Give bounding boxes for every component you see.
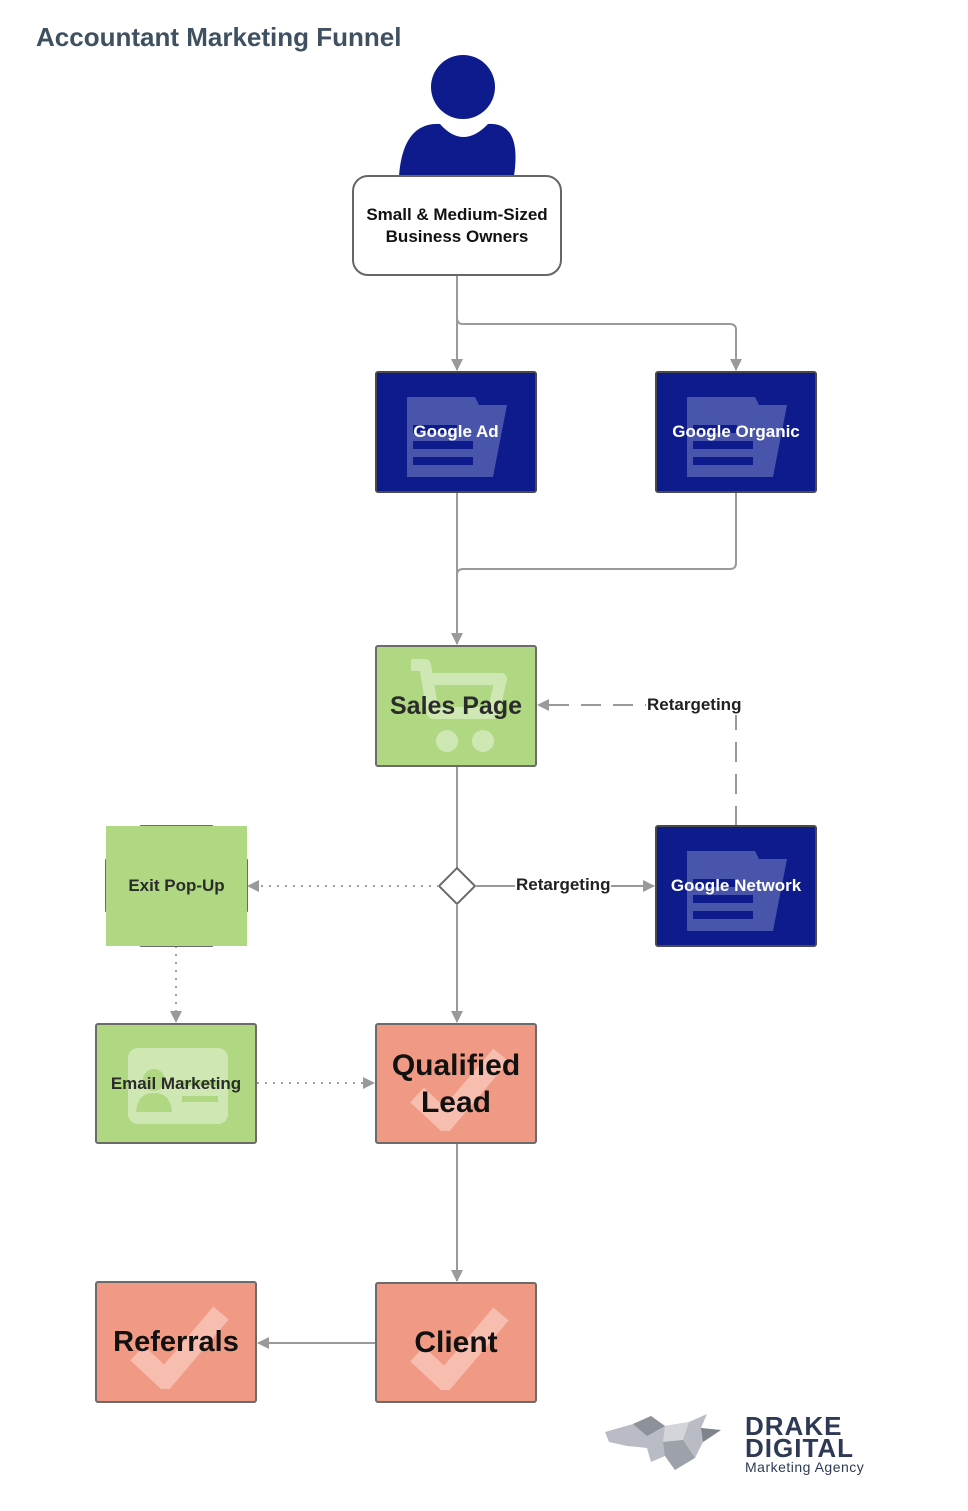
document-icon xyxy=(687,851,787,931)
document-icon xyxy=(687,397,787,477)
diagram-title: Accountant Marketing Funnel xyxy=(36,22,402,52)
retargeting-label-mid: Retargeting xyxy=(515,875,612,895)
qualified-lead-label: Qualified Lead xyxy=(391,1048,521,1119)
sales-page-label: Sales Page xyxy=(389,691,523,720)
brand-line2: DIGITAL xyxy=(745,1433,855,1463)
email-marketing-label: Email Marketing xyxy=(110,1073,242,1093)
brand-line1: DRAKE xyxy=(745,1411,843,1441)
brand-tagline: Marketing Agency xyxy=(745,1459,865,1475)
google-organic-label: Google Organic xyxy=(672,422,800,441)
google-network-node[interactable]: Google Network xyxy=(655,825,817,947)
dragon-logo-icon xyxy=(605,1414,721,1470)
referrals-label: Referrals xyxy=(113,1325,239,1358)
qualified-lead-node[interactable]: Qualified Lead xyxy=(375,1023,537,1144)
referrals-node[interactable]: Referrals xyxy=(95,1281,257,1403)
client-node[interactable]: Client xyxy=(375,1282,537,1403)
exit-popup-node[interactable]: Exit Pop-Up xyxy=(106,826,247,946)
google-ad-node[interactable]: Google Ad xyxy=(375,371,537,493)
retargeting-label-top: Retargeting xyxy=(646,695,743,715)
email-marketing-node[interactable]: Email Marketing xyxy=(95,1023,257,1144)
edge-google-network-to-sales-page xyxy=(537,699,737,826)
google-organic-node[interactable]: Google Organic xyxy=(655,371,817,493)
document-icon xyxy=(407,397,507,477)
sales-page-node[interactable]: Sales Page xyxy=(375,645,537,767)
google-ad-label: Google Ad xyxy=(413,422,499,441)
audience-node[interactable]: Small & Medium-Sized Business Owners xyxy=(352,175,562,276)
contact-card-icon xyxy=(128,1048,228,1124)
checkmark-icon xyxy=(410,1048,509,1131)
shopping-cart-icon xyxy=(411,659,507,752)
client-label: Client xyxy=(414,1325,498,1359)
checkmark-icon xyxy=(130,1306,229,1389)
edge-audience-to-google-organic xyxy=(456,317,742,371)
person-icon xyxy=(399,55,516,176)
exit-popup-label: Exit Pop-Up xyxy=(128,876,225,895)
checkmark-icon xyxy=(410,1307,509,1390)
decision-diamond xyxy=(437,866,477,906)
audience-label: Small & Medium-Sized Business Owners xyxy=(366,204,548,246)
google-network-label: Google Network xyxy=(670,876,802,895)
edge-google-organic-to-sales-page xyxy=(456,492,737,576)
